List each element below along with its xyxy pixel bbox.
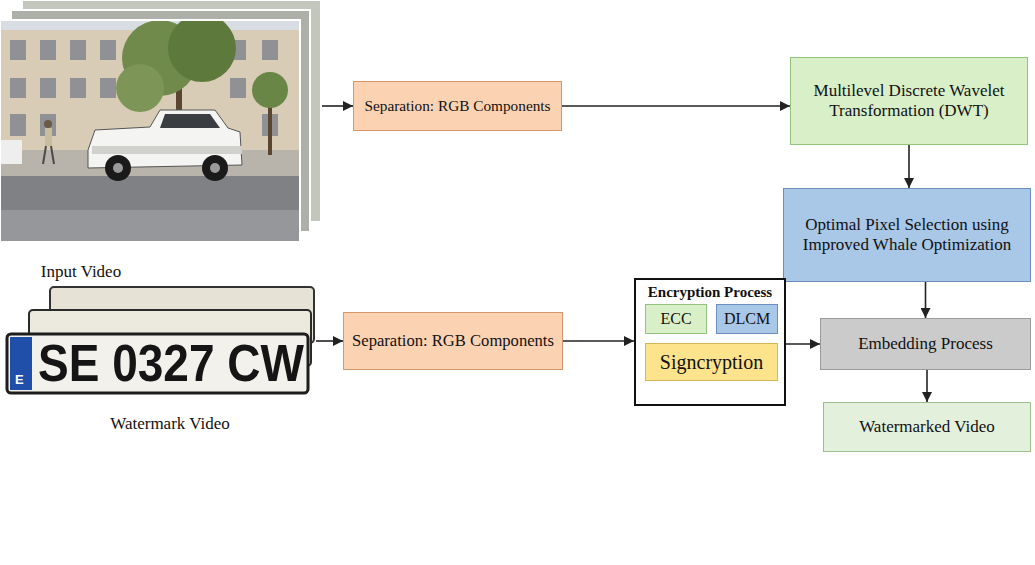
group-box: Encryption ProcessECC DLCM Signcryption: [634, 278, 786, 406]
watermark-video-image: Watermark Video SE 0327 CW E: [0, 280, 316, 445]
flow-arrow: [563, 340, 634, 342]
method-box: DLCM: [716, 304, 778, 334]
image-caption: Input Video: [0, 262, 162, 282]
group-title: Encryption Process: [648, 283, 772, 301]
box-label: Watermarked Video: [859, 417, 995, 437]
box-label: Separation: RGB Components: [352, 331, 554, 351]
process-box: Separation: RGB Components: [353, 81, 562, 131]
output-box: Watermarked Video: [823, 402, 1031, 452]
flow-arrow: [926, 370, 928, 402]
box-label: Separation: RGB Components: [364, 97, 550, 115]
front-frame: [0, 20, 300, 242]
flow-arrow: [786, 343, 820, 345]
box-label: DLCM: [724, 309, 770, 328]
image-caption: Watermark Video: [60, 414, 280, 434]
process-box: Multilevel Discrete Wavelet Transformati…: [790, 57, 1028, 145]
method-box: ECC: [645, 304, 707, 334]
flow-arrow: [908, 145, 910, 188]
plate-number: SE 0327 CW: [38, 334, 304, 393]
process-box: Optimal Pixel Selection using Improved W…: [783, 188, 1031, 282]
flow-arrow: [321, 105, 353, 107]
front-plate: [7, 334, 308, 393]
flow-arrow: [925, 282, 927, 318]
method-box: Signcryption: [645, 343, 778, 381]
plate-country-code: E: [15, 372, 24, 387]
process-box: Separation: RGB Components: [343, 312, 563, 370]
flow-arrow: [562, 105, 790, 107]
input-video-image: Input Video: [0, 0, 321, 292]
box-label: Optimal Pixel Selection using Improved W…: [790, 215, 1024, 256]
box-label: ECC: [660, 309, 691, 328]
box-label: Embedding Process: [858, 334, 993, 354]
plate-country-band: [10, 337, 32, 390]
process-box: Embedding Process: [820, 318, 1031, 370]
flow-arrow: [316, 340, 343, 342]
street-scene: [0, 20, 300, 242]
box-label: Multilevel Discrete Wavelet Transformati…: [796, 81, 1022, 122]
box-label: Signcryption: [660, 350, 763, 374]
